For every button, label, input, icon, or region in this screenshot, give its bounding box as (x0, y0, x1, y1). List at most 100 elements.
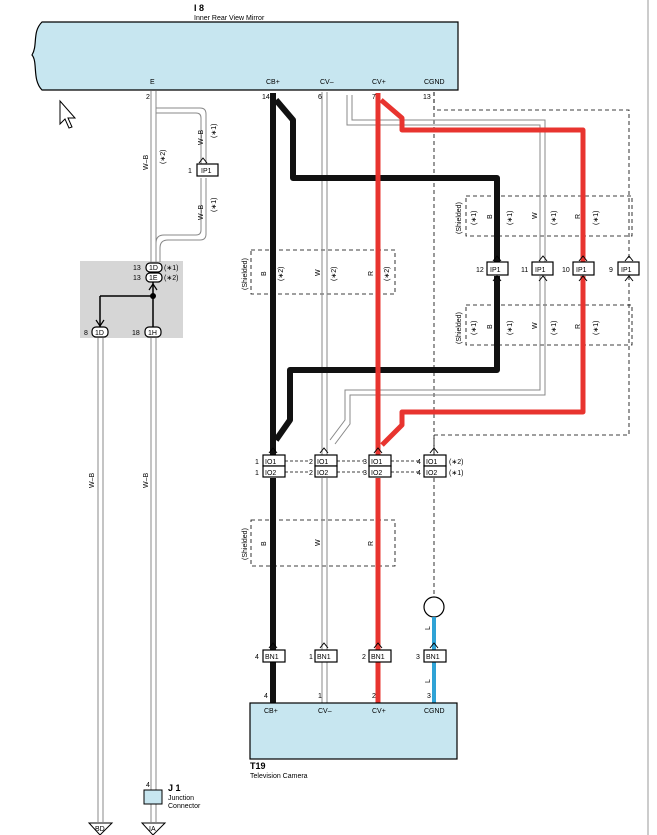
mirror-name: Inner Rear View Mirror (194, 15, 265, 22)
svg-text:B: B (487, 214, 494, 219)
svg-text:J 1: J 1 (168, 783, 181, 793)
svg-text:(∗2): (∗2) (278, 267, 285, 281)
cv-minus-wire (321, 92, 546, 703)
camera-pin-cvp: 2 (372, 693, 376, 700)
svg-text:IO1: IO1 (317, 459, 328, 466)
camera-pin-cb: 4 (264, 693, 268, 700)
svg-text:4: 4 (417, 459, 421, 466)
connector-ip1-left: IP1 1 (188, 157, 219, 177)
ground-ia: IA (140, 822, 167, 835)
svg-text:L: L (425, 626, 432, 630)
svg-text:R: R (575, 324, 582, 329)
connector-ip1-r: IP1 10 (562, 255, 595, 282)
svg-text:R: R (575, 214, 582, 219)
note-wb-2: (∗2) (160, 150, 167, 164)
svg-text:4: 4 (255, 654, 259, 661)
svg-text:BN1: BN1 (265, 654, 279, 661)
svg-text:3: 3 (363, 470, 367, 477)
connector-1h: 1H 18 (132, 326, 162, 338)
wire-label-wb-4: W–B (89, 473, 96, 489)
svg-text:BN1: BN1 (371, 654, 385, 661)
connector-1d-bottom: 1D 8 (84, 326, 109, 338)
svg-text:2: 2 (309, 459, 313, 466)
svg-text:18: 18 (132, 330, 140, 337)
svg-text:(∗1): (∗1) (471, 211, 478, 225)
svg-text:1: 1 (188, 168, 192, 175)
svg-text:(Shielded): (Shielded) (456, 202, 463, 234)
connector-1d-top: 1D 13 (∗1) (133, 262, 178, 273)
svg-text:B: B (261, 541, 268, 546)
bn1-labels: BN1 BN1 BN1 BN1 4 1 2 3 (255, 654, 440, 661)
mirror-pin-cgnd: 13 (423, 94, 431, 101)
svg-text:(∗2): (∗2) (384, 267, 391, 281)
svg-text:BN1: BN1 (317, 654, 331, 661)
camera-pin-cvm: 1 (318, 693, 322, 700)
mirror-pin-cvm: 6 (318, 94, 322, 101)
svg-text:3: 3 (363, 459, 367, 466)
splice-junction (95, 282, 158, 328)
camera-pin-cgnd: 3 (427, 693, 431, 700)
wire-label-wb-3: W–B (198, 205, 205, 221)
svg-text:8: 8 (84, 330, 88, 337)
junction-connector-j1: 4 J 1 Junction Connector (143, 782, 201, 810)
cv-plus-wire (375, 93, 586, 703)
svg-text:1: 1 (255, 459, 259, 466)
svg-text:(∗1): (∗1) (507, 321, 514, 335)
cgnd-wire (423, 596, 445, 703)
ground-dashed-lines (433, 92, 630, 600)
camera-housing (249, 702, 458, 760)
svg-text:1H: 1H (148, 330, 157, 337)
svg-text:(∗1): (∗1) (449, 470, 463, 477)
svg-text:13: 13 (133, 275, 141, 282)
mirror-terminal-cvm: CV– (320, 79, 334, 86)
svg-text:IP1: IP1 (576, 267, 587, 274)
svg-text:IP1: IP1 (201, 168, 212, 175)
svg-text:2: 2 (309, 470, 313, 477)
mirror-pin-e: 2 (146, 94, 150, 101)
connector-1e: 1E 13 (∗2) (133, 272, 178, 283)
mirror-housing (31, 21, 459, 91)
ground-bd: BD (87, 822, 114, 835)
svg-text:12: 12 (476, 267, 484, 274)
svg-text:13: 13 (133, 265, 141, 272)
camera-name: Television Camera (250, 773, 308, 780)
cursor-arrow-icon (59, 99, 77, 129)
svg-text:W: W (532, 212, 539, 219)
svg-text:1E: 1E (149, 275, 158, 282)
wb-wire-group (97, 91, 207, 822)
svg-text:B: B (487, 324, 494, 329)
svg-text:9: 9 (609, 267, 613, 274)
svg-text:1: 1 (309, 654, 313, 661)
svg-text:(∗1): (∗1) (593, 211, 600, 225)
io-connectors (262, 447, 447, 478)
svg-text:2: 2 (362, 654, 366, 661)
connector-ip1-b: IP1 12 (476, 255, 509, 282)
svg-text:1: 1 (255, 470, 259, 477)
splice-box (80, 261, 183, 338)
svg-text:IO2: IO2 (265, 470, 276, 477)
svg-text:IP1: IP1 (490, 267, 501, 274)
bn1-connectors (262, 642, 447, 663)
connector-ip1-w: IP1 11 (521, 255, 554, 282)
svg-text:IO1: IO1 (426, 459, 437, 466)
svg-text:W: W (315, 269, 322, 276)
svg-text:4: 4 (417, 470, 421, 477)
svg-text:(Shielded): (Shielded) (242, 528, 249, 560)
svg-text:IA: IA (149, 826, 156, 833)
camera-terminal-cvp: CV+ (372, 708, 386, 715)
svg-text:(∗2): (∗2) (164, 275, 178, 282)
mirror-terminal-cgnd: CGND (424, 79, 445, 86)
mirror-pin-cb: 14 (262, 94, 270, 101)
svg-text:IO2: IO2 (426, 470, 437, 477)
shield-boxes (250, 195, 633, 567)
svg-text:11: 11 (521, 267, 528, 274)
svg-text:BD: BD (95, 826, 105, 833)
cb-plus-wire (270, 93, 500, 703)
svg-text:IP1: IP1 (621, 267, 632, 274)
mirror-id: I 8 (194, 3, 204, 13)
svg-text:W: W (532, 322, 539, 329)
svg-text:(∗1): (∗1) (507, 211, 514, 225)
svg-text:IO1: IO1 (371, 459, 382, 466)
svg-text:BN1: BN1 (426, 654, 440, 661)
